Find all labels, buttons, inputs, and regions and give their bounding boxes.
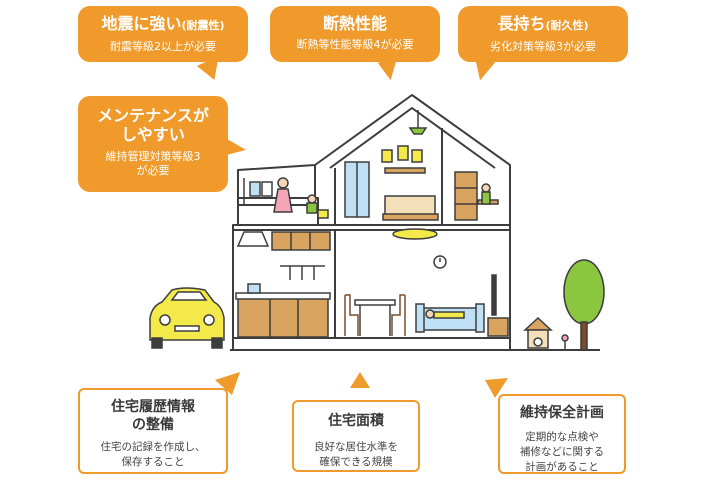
roof-inner [329,107,496,169]
area-card-pointer [350,372,370,388]
sofa-arm-left [415,303,425,333]
area-title: 住宅面積 [328,413,384,429]
wall-picture-3 [411,149,423,163]
car [149,287,225,349]
seismic-desc: 耐震等級2以上が必要 [110,40,216,53]
history-title-line1: 住宅履歴情報 [111,399,195,415]
car-grille [174,325,200,332]
maintenance-title-line2: しやすい [121,125,185,144]
person-standing-body [273,188,293,213]
car-body [149,287,225,341]
history-title-line2: の整備 [132,417,174,433]
wall-picture-1 [381,149,393,163]
dining-table [354,299,396,306]
wall-shelf [384,167,426,174]
car-windshield [170,291,208,301]
child-body [306,202,318,214]
stove-pot [247,283,261,294]
dog [533,337,543,347]
person-on-sofa-body [433,311,465,319]
dining-chair-left [344,294,359,336]
plan-card: 維持保全計画 定期的な点検や 補修などに関する 計画があること [498,394,626,474]
bed-frame [382,213,439,221]
car-wheel-right [211,337,223,349]
person-on-sofa-head [425,309,435,319]
person-at-desk-body [481,191,491,205]
plan-desc-line3: 計画があること [525,461,599,473]
pendant-lamp [408,127,428,135]
area-desc-line2: 確保できる規模 [319,456,393,468]
car-headlight-right [203,314,215,326]
insulation-bubble: 断熱性能 断熱等性能等級4が必要 [270,6,440,62]
laundry-cloth-1 [249,181,261,197]
maintenance-desc-line2: が必要 [136,164,170,177]
upper-cabinets [271,231,331,251]
dog-house-roof [523,316,553,331]
range-hood [236,231,270,247]
durability-desc: 劣化対策等級3が必要 [490,40,596,53]
seismic-bubble: 地震に強い(耐震性) 耐震等級2以上が必要 [78,6,248,62]
plan-card-pointer [485,378,508,398]
durability-title: 長持ち(耐久性) [497,14,589,33]
history-desc-line1: 住宅の記録を作成し、 [100,441,206,453]
insulation-desc: 断熱等性能等級4が必要 [296,38,414,51]
bed [384,195,436,217]
laundry-basket [317,209,329,219]
flower [561,334,569,342]
laundry-cloth-2 [261,181,273,197]
house-outline [232,94,511,351]
person-at-desk-head [481,183,491,193]
maintenance-desc-line1: 維持管理対策等級3 [105,150,201,163]
insulation-title: 断熱性能 [322,14,387,33]
car-wheel-left [151,337,163,349]
child-head [307,194,317,204]
maintenance-title-line1: メンテナンスが [97,106,209,125]
area-card: 住宅面積 良好な居住水準を 確保できる規模 [292,400,420,472]
tree-canopy [563,259,605,325]
person-standing-head [277,177,289,189]
plan-title: 維持保全計画 [520,405,604,421]
area-desc-line1: 良好な居住水準を [314,441,398,453]
car-headlight-left [159,314,171,326]
bookshelf [454,171,478,221]
history-card: 住宅履歴情報 の整備 住宅の記録を作成し、 保存すること [78,388,228,474]
durability-bubble: 長持ち(耐久性) 劣化対策等級3が必要 [458,6,628,62]
tv-stand [487,317,509,337]
history-desc-line2: 保存すること [121,456,185,468]
ceiling-light [392,228,438,240]
plan-desc-line1: 定期的な点検や [525,431,599,443]
seismic-title: 地震に強い(耐震性) [101,14,225,33]
wall-picture-2 [397,145,409,161]
countertop [235,292,331,300]
dining-chair-right [391,294,406,336]
plan-desc-line2: 補修などに関する [520,446,604,458]
maintenance-bubble: メンテナンスが しやすい 維持管理対策等級3 が必要 [78,96,228,192]
sofa-arm-right [475,303,485,333]
history-card-pointer [215,372,240,395]
kitchen-counter [237,296,329,338]
tv [491,274,497,316]
tree-trunk [580,321,588,351]
